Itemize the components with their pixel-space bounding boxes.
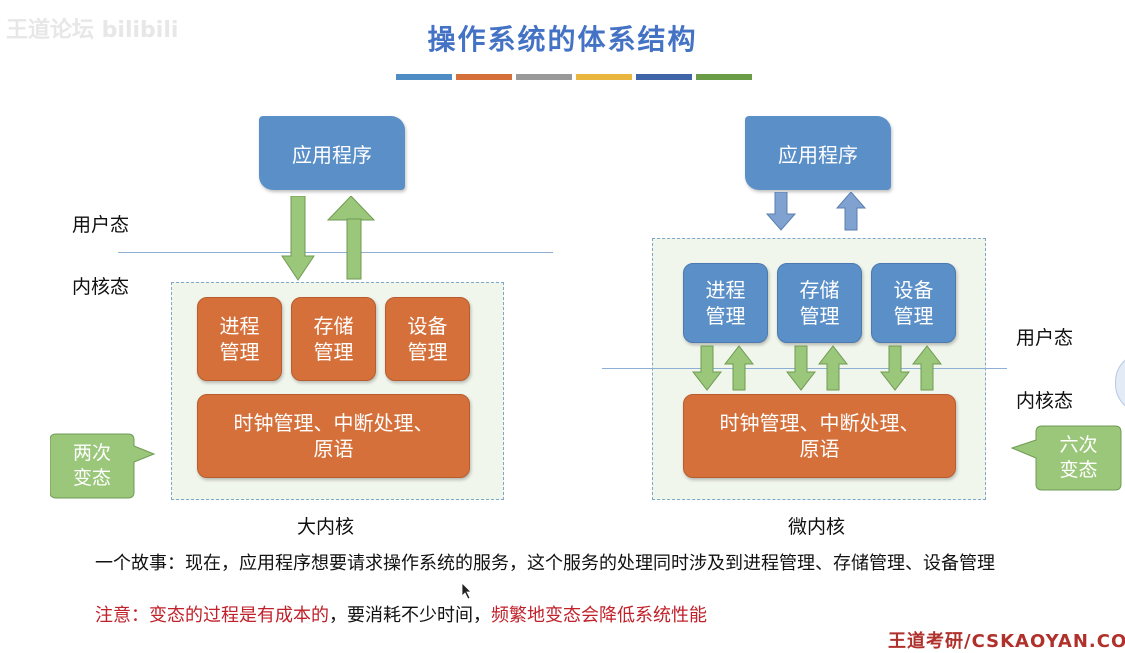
right-app-up-arrow [835, 192, 867, 231]
left-down-arrow [281, 196, 315, 281]
side-nav-handle[interactable] [1115, 352, 1125, 414]
right-base-module: 时钟管理、中断处理、 原语 [683, 394, 956, 478]
left-user-state-label: 用户态 [72, 214, 130, 236]
right-callout-text: 六次 变态 [1059, 434, 1098, 481]
right-user-state-label: 用户态 [1016, 327, 1074, 349]
left-up-arrow-shaft [346, 218, 362, 280]
right-caption: 微内核 [788, 516, 846, 538]
note-plain-part: ，要消耗不少时间， [329, 605, 491, 626]
right-kernel-state-label: 内核态 [1016, 390, 1074, 412]
stripe-6 [696, 74, 752, 80]
slide-title: 操作系统的体系结构 [427, 23, 698, 56]
left-app-box: 应用程序 [259, 116, 405, 190]
right-module-device: 设备 管理 [871, 263, 956, 343]
left-callout-text: 两次 变态 [72, 442, 111, 489]
note-line: 注意：变态的过程是有成本的，要消耗不少时间，频繁地变态会降低系统性能 [95, 603, 707, 629]
left-module-storage: 存储 管理 [291, 297, 376, 381]
note-warning-part2: 频繁地变态会降低系统性能 [491, 605, 707, 626]
right-module-process: 进程 管理 [683, 263, 768, 343]
left-base-module: 时钟管理、中断处理、 原语 [197, 394, 470, 478]
left-module-device: 设备 管理 [385, 297, 470, 381]
story-text: 一个故事：现在，应用程序想要请求操作系统的服务，这个服务的处理同时涉及到进程管理… [95, 553, 995, 574]
arrow-pair-device [879, 345, 943, 391]
arrow-pair-storage [785, 345, 849, 391]
stripe-3 [516, 74, 572, 80]
left-callout-shape [50, 433, 156, 499]
mouse-cursor-icon [461, 582, 472, 600]
right-module-storage: 存储 管理 [777, 263, 862, 343]
left-caption: 大内核 [297, 516, 355, 538]
footer-brand: 王道考研/CSKAOYAN.COM [888, 631, 1125, 652]
left-boundary-line [118, 252, 553, 253]
right-app-arrows [766, 192, 867, 231]
stripe-1 [396, 74, 452, 80]
note-warning-part1: 注意：变态的过程是有成本的 [95, 605, 329, 626]
stripe-5 [636, 74, 692, 80]
left-arrows [281, 196, 376, 281]
right-module-arrows [691, 345, 943, 391]
stripe-2 [456, 74, 512, 80]
left-kernel-state-label: 内核态 [72, 276, 130, 298]
right-app-down-arrow [766, 192, 797, 231]
right-app-box: 应用程序 [745, 116, 891, 190]
left-module-process: 进程 管理 [197, 297, 282, 381]
stripe-4 [576, 74, 632, 80]
right-callout-shape [1010, 425, 1122, 491]
left-up-arrow [326, 196, 376, 221]
watermark-logo: 王道论坛 bilibili [6, 18, 179, 43]
arrow-pair-process [691, 345, 755, 391]
